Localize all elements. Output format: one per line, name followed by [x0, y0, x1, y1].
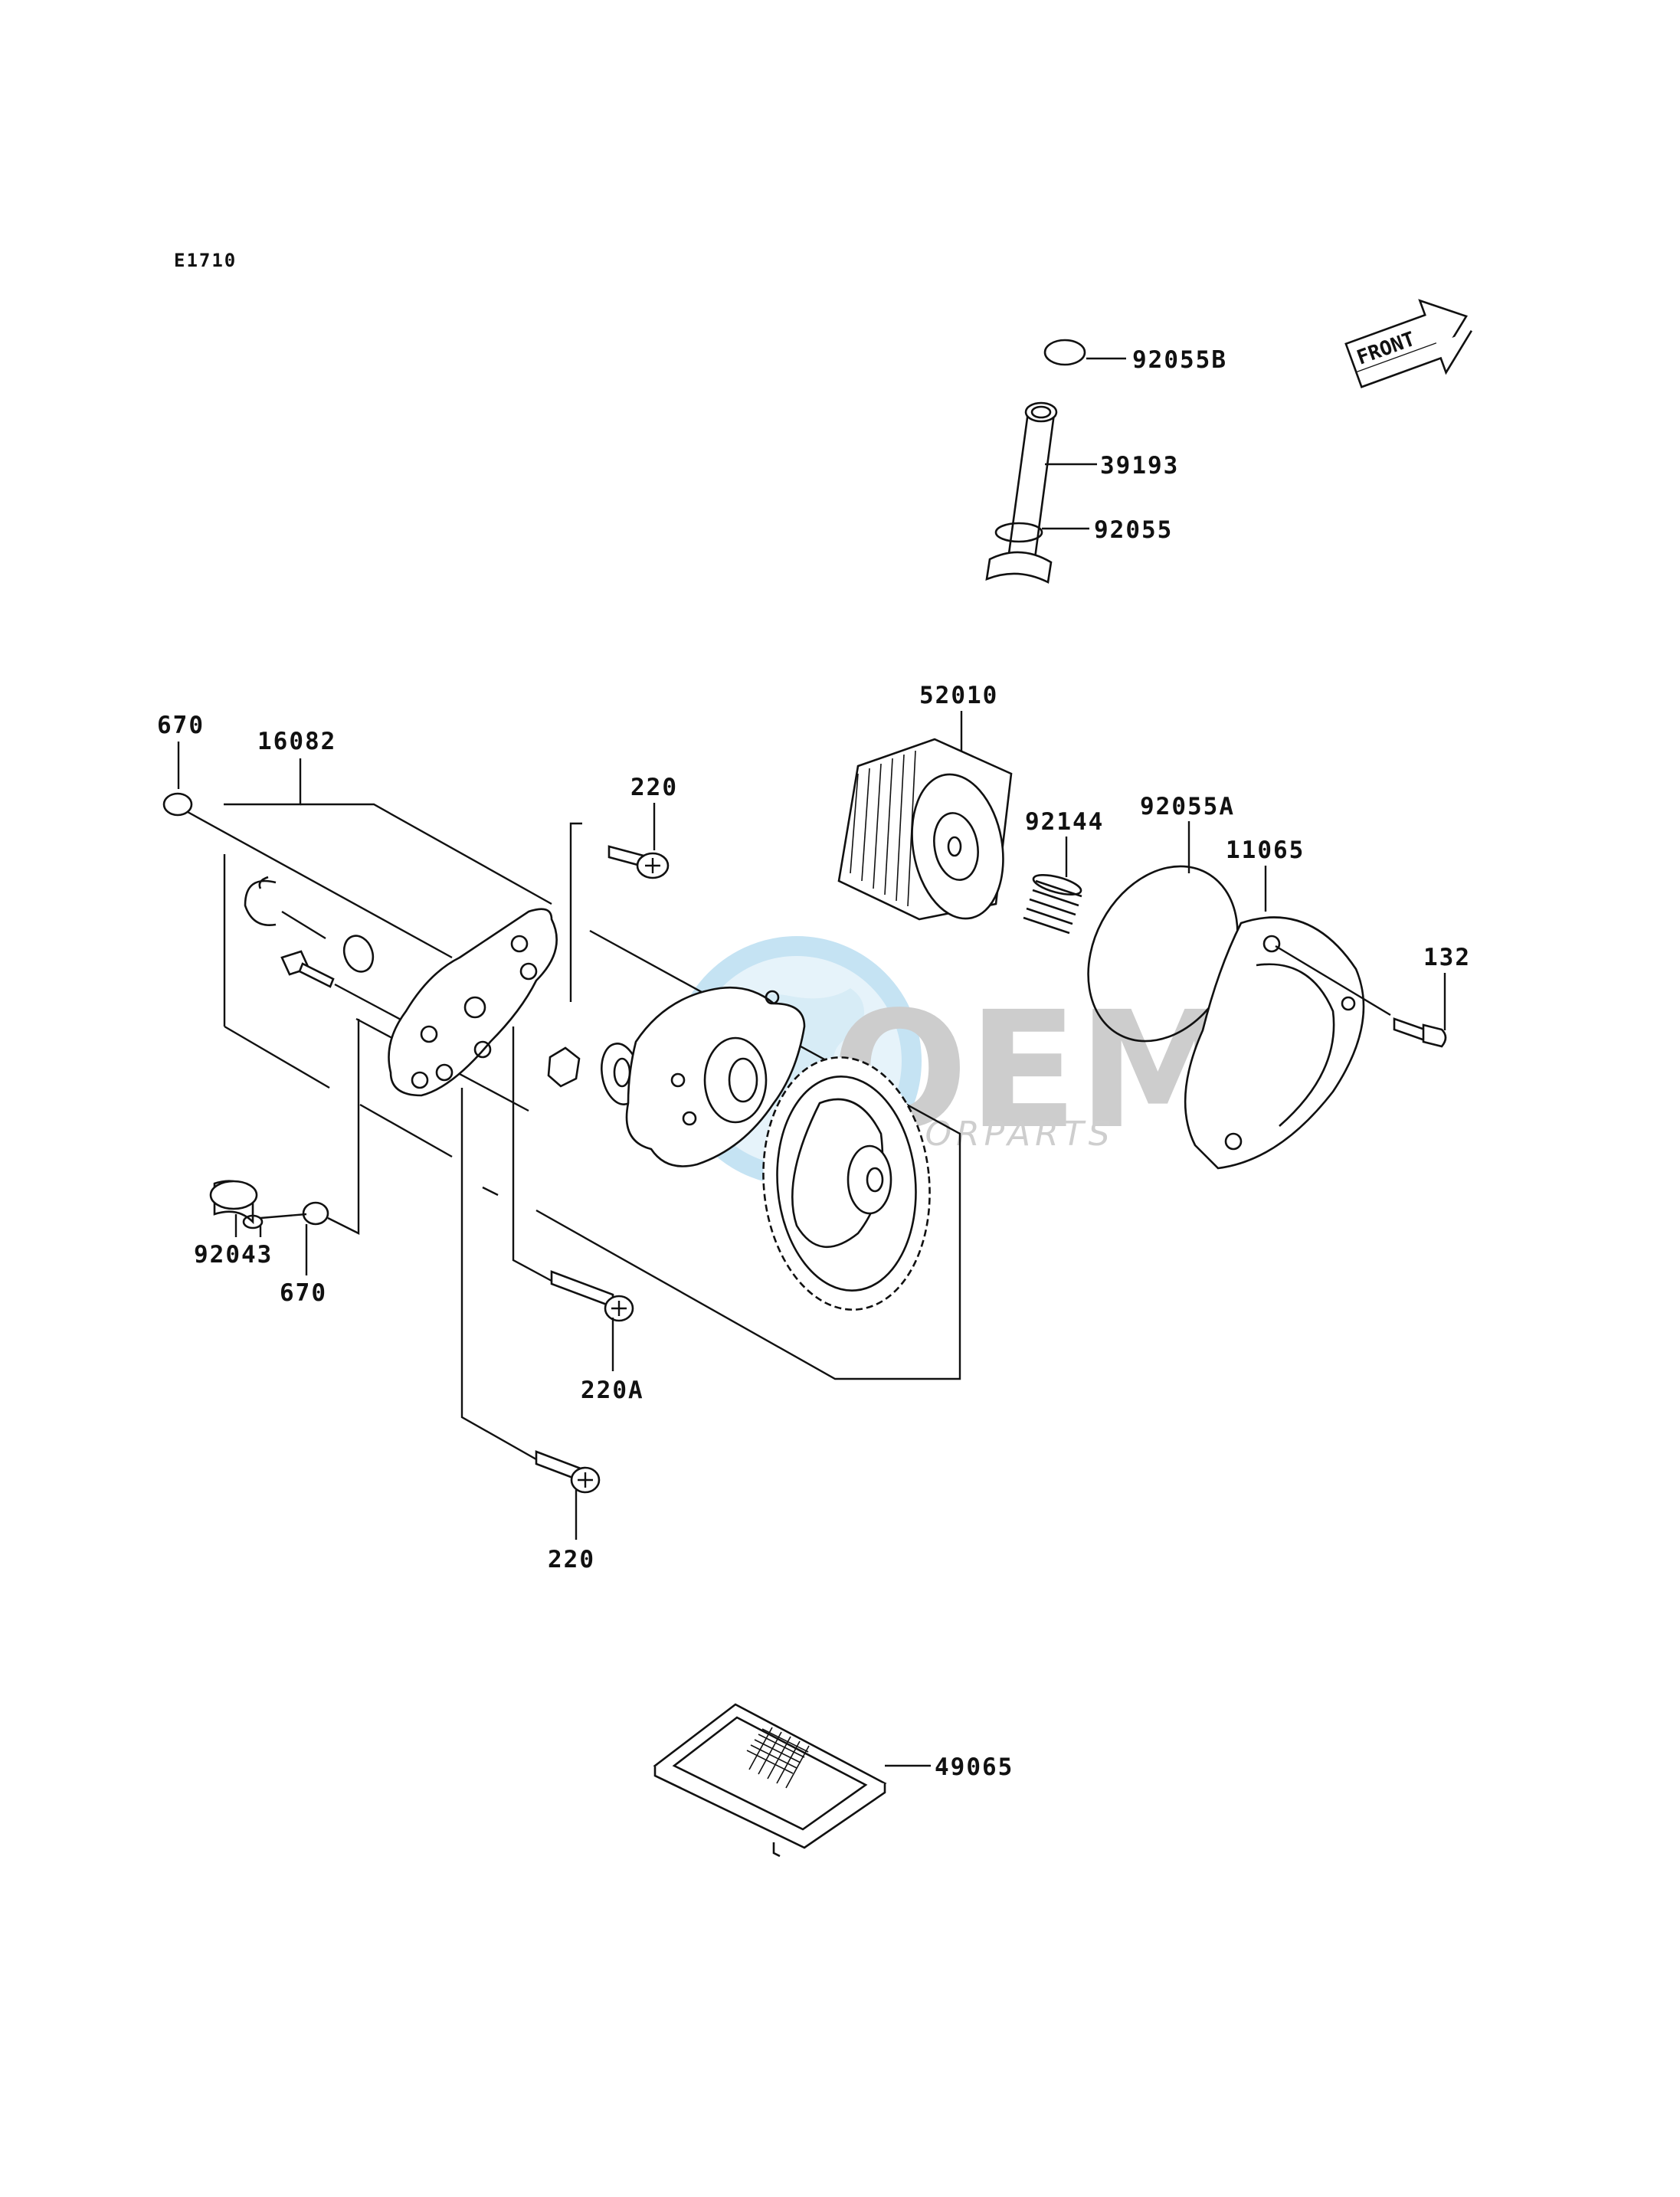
oil-strainer-49065	[653, 1703, 931, 1858]
oring-670-bottom	[302, 1201, 329, 1226]
callout-92055: 92055	[1094, 516, 1173, 544]
callout-670-top: 670	[157, 712, 205, 739]
screw-220A	[550, 1270, 634, 1322]
pump-plate	[388, 908, 558, 1097]
callout-11065: 11065	[1226, 837, 1305, 864]
callout-49065: 49065	[935, 1753, 1014, 1781]
callout-670-bottom: 670	[280, 1279, 327, 1307]
pump-gear	[762, 1056, 931, 1311]
screw-220-bottom	[535, 1450, 601, 1494]
pump-body	[625, 986, 806, 1167]
callout-220-top: 220	[630, 774, 678, 801]
washer	[342, 935, 375, 973]
screw-220-top	[607, 845, 670, 879]
oring-670-top	[162, 792, 193, 817]
spring-92144	[1023, 873, 1082, 935]
callout-52010: 52010	[919, 682, 998, 709]
callout-92055A: 92055A	[1140, 793, 1235, 820]
callout-39193: 39193	[1100, 452, 1179, 480]
front-arrow-icon: FRONT	[1344, 299, 1472, 388]
pipe-39193	[985, 401, 1097, 584]
pump-key	[547, 1046, 581, 1088]
callout-220-bottom: 220	[548, 1546, 595, 1573]
cover-11065	[1184, 916, 1365, 1170]
callout-92055B: 92055B	[1132, 346, 1227, 374]
circlip	[244, 876, 326, 940]
oil-filter-52010	[837, 738, 1013, 921]
callout-92144: 92144	[1025, 808, 1104, 836]
bolt-132	[1393, 1017, 1447, 1048]
callout-92043: 92043	[194, 1241, 273, 1269]
callout-132: 132	[1423, 944, 1471, 971]
oring-92055B	[1043, 339, 1126, 366]
diagram-code: E1710	[174, 250, 237, 271]
callout-16082: 16082	[257, 728, 336, 755]
collar-92043	[209, 1180, 264, 1229]
callout-220A: 220A	[581, 1377, 644, 1404]
